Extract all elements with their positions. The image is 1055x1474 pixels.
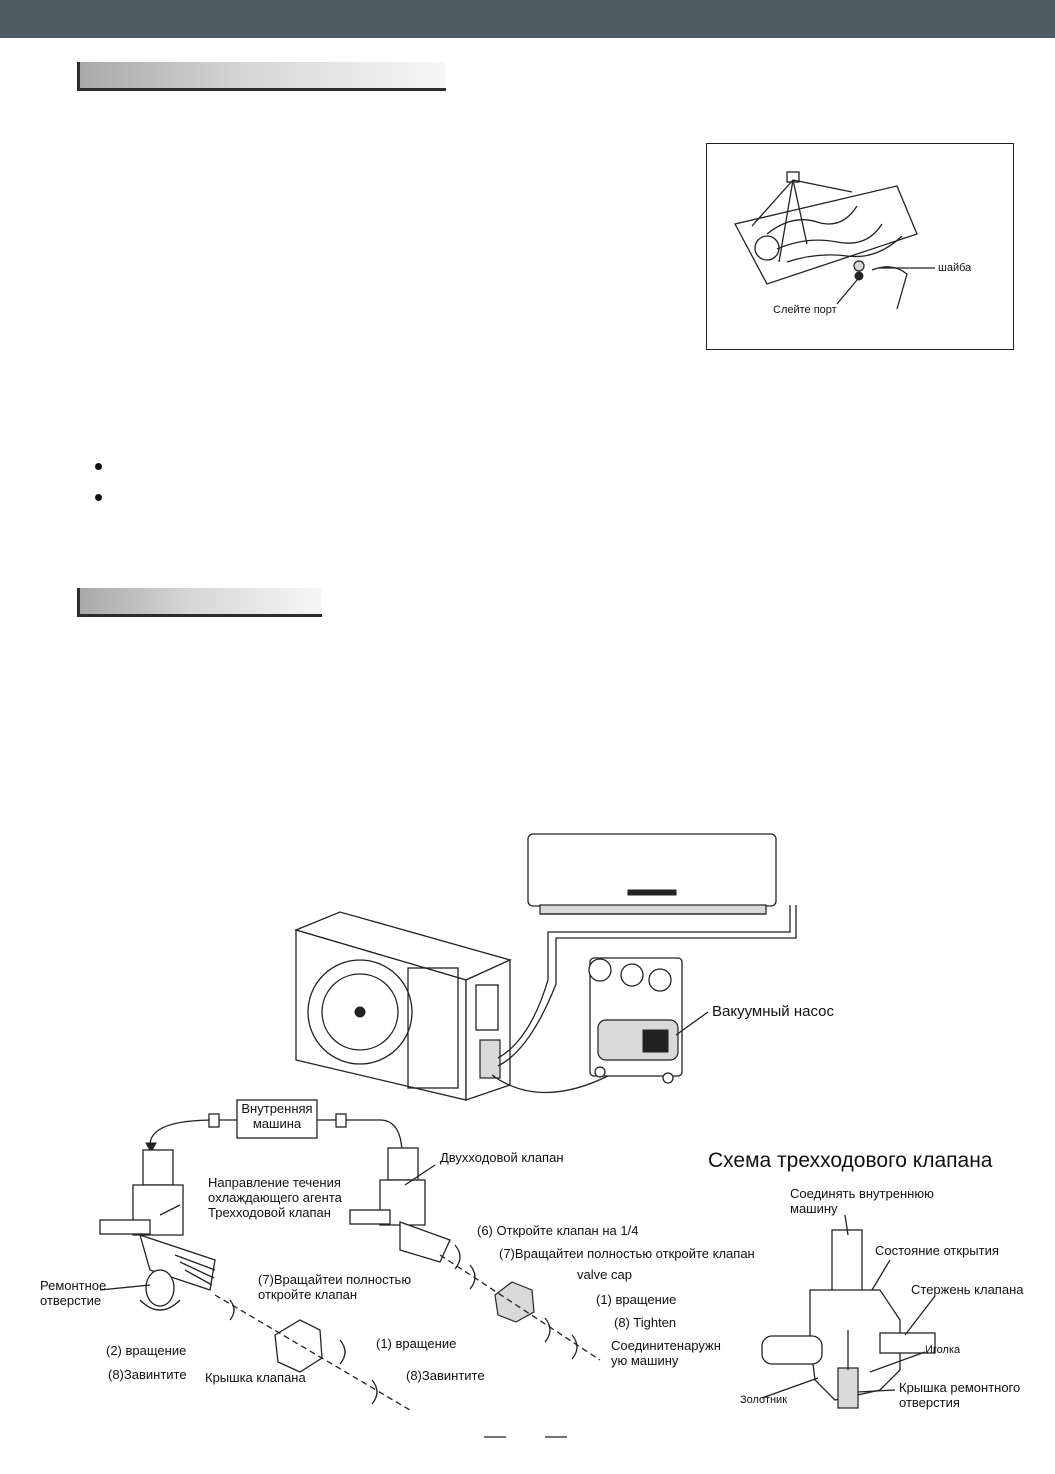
bullet-point-2: [95, 494, 102, 501]
valve-cap-left-label: Крышка клапана: [205, 1370, 306, 1385]
outdoor-unit-illustration: [294, 911, 512, 1101]
mounting-plate-figure: шайба Слейте порт: [706, 143, 1014, 350]
washer-label: шайба: [938, 262, 972, 274]
valve-cap-right-label: valve cap: [577, 1267, 632, 1282]
two-way-valve-label: Двухходовой клапан: [440, 1150, 564, 1165]
three-way-valve-illustration: [99, 1149, 216, 1311]
mounting-plate-drawing: [734, 171, 935, 310]
rotate-1-right-label: (1) вращение: [596, 1292, 677, 1307]
indoor-unit-box-label: Внутренняя машина: [241, 1101, 313, 1131]
section-heading-bar-1: [77, 62, 446, 91]
vacuum-pump-illustration: [588, 957, 709, 1084]
needle-label: Иголка: [925, 1344, 961, 1356]
page-header-bar: [0, 0, 1055, 38]
two-way-valve-illustration: [349, 1147, 451, 1263]
section-heading-bar-2: [77, 588, 322, 617]
valve-stem-label: Стержень клапана: [911, 1282, 1024, 1297]
connect-outdoor-label: Соединитенаружн ую машину: [611, 1338, 721, 1368]
open-quarter-label: (6) Откройте клапан на 1/4: [477, 1223, 639, 1238]
service-port-cap-label: Крышка ремонтного отверстия: [899, 1380, 1021, 1410]
tighten-8-right-label: (8) Tighten: [614, 1315, 677, 1330]
drain-port-label: Слейте порт: [773, 304, 837, 316]
valve-cap-right: [494, 1281, 535, 1323]
three-way-valve-schematic-title: Схема трехходового клапана: [708, 1149, 993, 1172]
open-state-label: Состояние открытия: [875, 1243, 999, 1258]
rotate-open-fully-right-label: (7)Вращайтеи полностью откройте клапан: [499, 1246, 755, 1261]
valve-cap-left: [274, 1319, 323, 1373]
rotate-open-fully-left-label: (7)Вращайтеи полностью откройте клапан: [258, 1272, 412, 1302]
connect-indoor-label: Соединять внутреннюю машину: [790, 1186, 934, 1216]
indoor-unit-illustration: [527, 833, 777, 915]
tighten-8-bottom-label: (8)Завинтите: [406, 1368, 485, 1383]
tighten-8-left-label: (8)Завинтите: [108, 1367, 187, 1382]
spool-label: Золотник: [740, 1394, 788, 1406]
rotate-2-label: (2) вращение: [106, 1343, 187, 1358]
bullet-point-1: [95, 463, 102, 470]
service-port-label: Ремонтное отверстие: [40, 1278, 107, 1308]
rotate-1-left-label: (1) вращение: [376, 1336, 457, 1351]
vacuum-pump-label: Вакуумный насос: [712, 1003, 834, 1020]
three-way-valve-schematic: [761, 1229, 936, 1409]
flow-direction-label: Направление течения охлаждающего агента …: [208, 1175, 342, 1220]
